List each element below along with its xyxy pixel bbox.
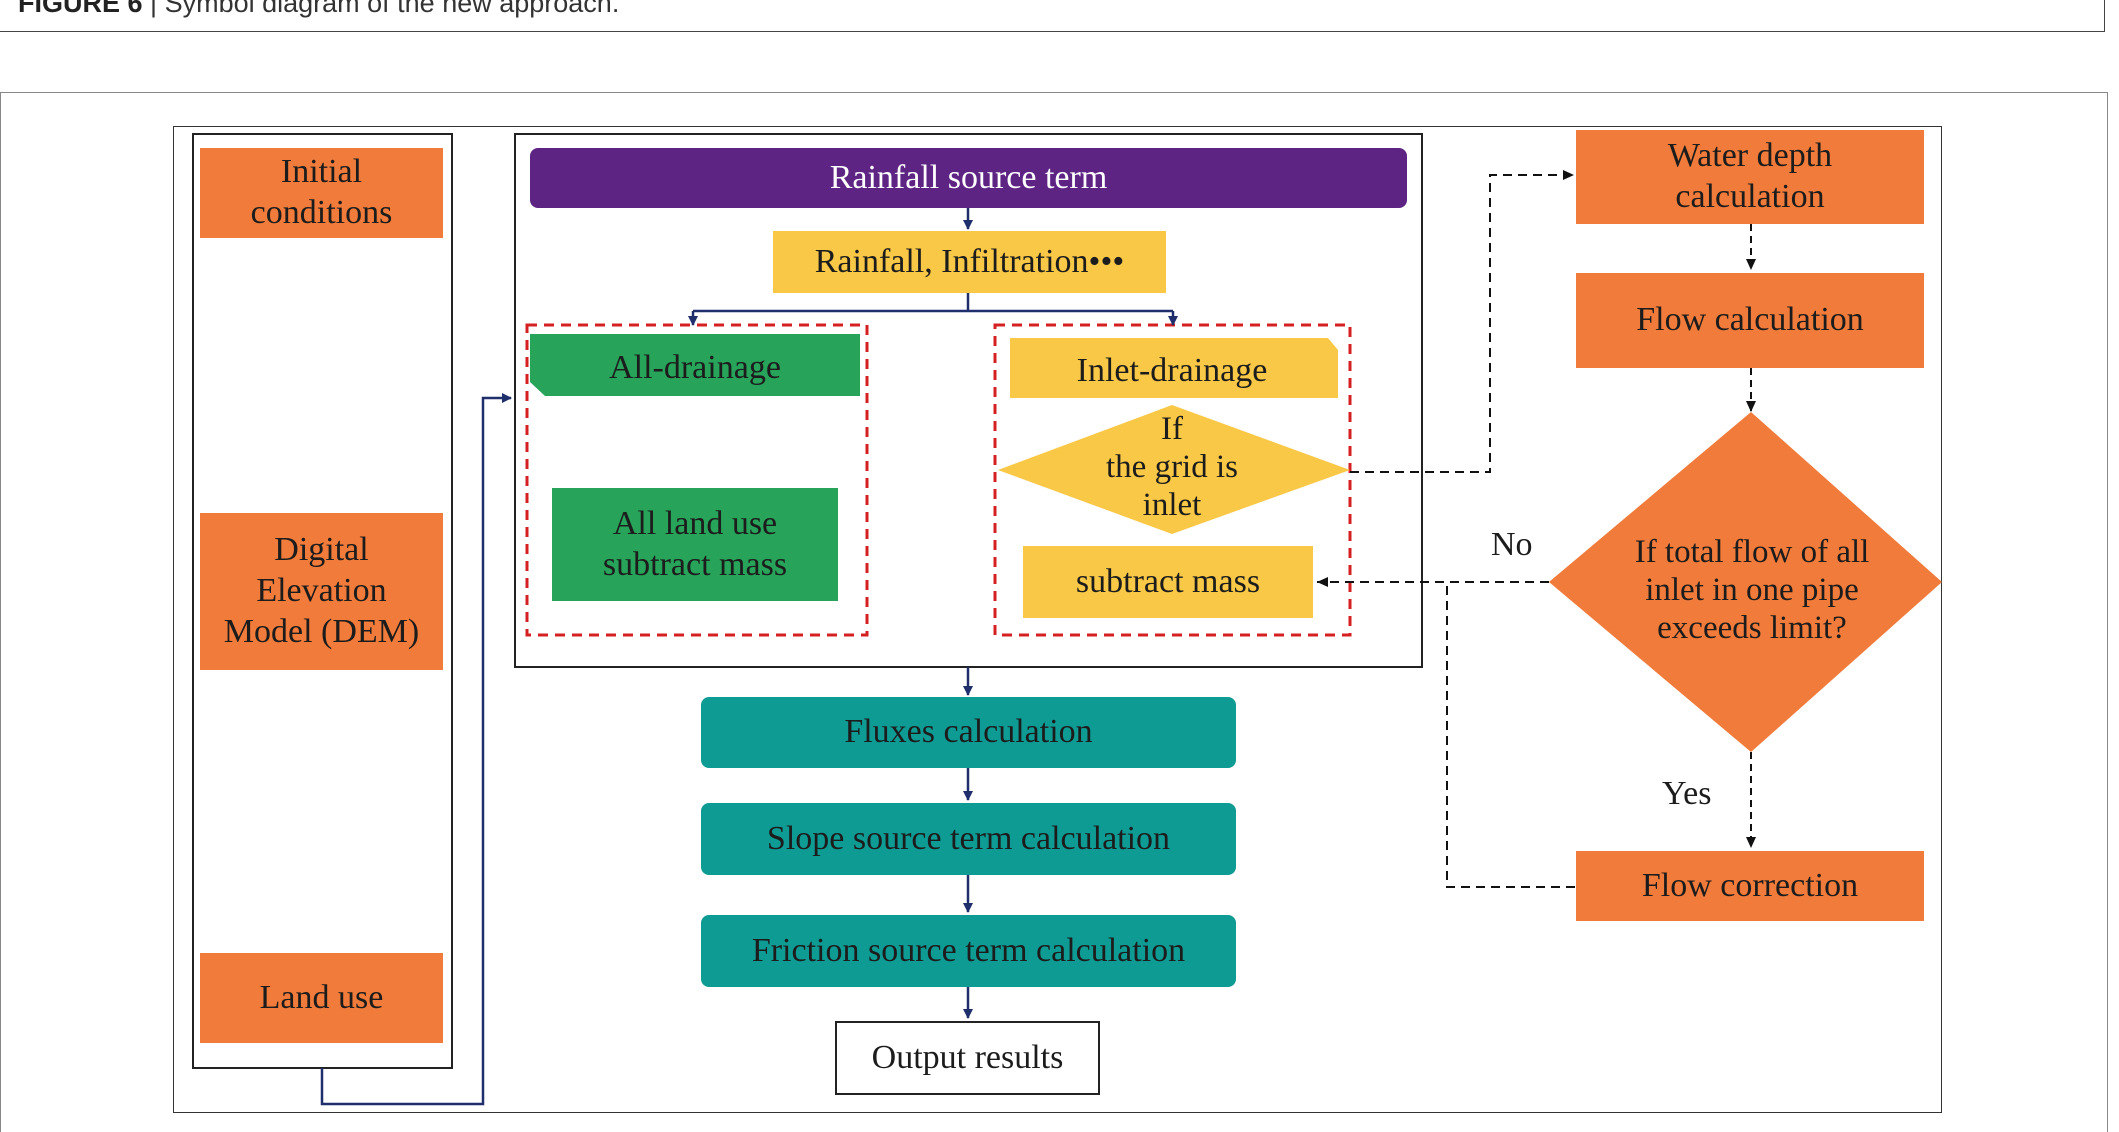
flow-correction-label: Flow correction	[1641, 866, 1859, 904]
initial-conditions-line-1: Initial	[280, 153, 363, 191]
figure-panel	[0, 92, 2108, 1132]
slope-source-term-box: Slope source term calculation	[701, 803, 1236, 875]
if-grid-inlet-diamond	[998, 405, 1350, 534]
decision-line-2: inlet in one pipe	[1645, 572, 1859, 608]
all-land-use-line-1: All land use	[612, 504, 778, 542]
output-results-label: Output results	[871, 1038, 1064, 1076]
friction-source-term-box: Friction source term calculation	[701, 915, 1236, 987]
rainfall-infiltration-box: Rainfall, Infiltration•••	[773, 231, 1166, 293]
slope-source-term-label: Slope source term calculation	[766, 819, 1171, 857]
caption-text: Symbol diagram of the new approach.	[164, 0, 620, 18]
water-depth-line-2: calculation	[1675, 178, 1825, 215]
yes-label: Yes	[1662, 775, 1712, 812]
all-land-use-line-2: subtract mass	[602, 545, 788, 583]
inputs-to-source-arrow	[320, 393, 512, 1106]
decision-line-1: If total flow of all	[1635, 534, 1870, 570]
land-use-label: Land use	[259, 978, 384, 1016]
land-use-box: Land use	[200, 953, 443, 1043]
fluxes-calculation-box: Fluxes calculation	[701, 697, 1236, 768]
no-label: No	[1491, 526, 1533, 563]
friction-source-term-label: Friction source term calculation	[751, 931, 1186, 969]
initial-conditions-line-2: conditions	[250, 194, 393, 231]
subtract-mass-label: subtract mass	[1075, 562, 1261, 600]
decision-line-3: exceeds limit?	[1657, 610, 1847, 646]
water-depth-line-1: Water depth	[1667, 137, 1833, 175]
caption-box	[0, 0, 2105, 32]
fluxes-calculation-label: Fluxes calculation	[844, 713, 1093, 751]
subtract-mass-box: subtract mass	[1023, 546, 1313, 618]
if-grid-inlet-line-1: If	[1161, 411, 1183, 447]
water-depth-box: Water depth calculation	[1576, 130, 1924, 224]
output-results-box: Output results	[835, 1021, 1100, 1095]
rainfall-infiltration-label: Rainfall, Infiltration•••	[814, 242, 1125, 280]
dem-line-1: Digital	[274, 531, 369, 569]
inlet-drainage-shape	[1010, 338, 1338, 398]
rainfall-source-term-label: Rainfall source term	[829, 158, 1108, 196]
initial-conditions-box: Initial conditions	[200, 148, 443, 238]
dem-box: Digital Elevation Model (DEM)	[200, 513, 443, 670]
diagram-frame	[173, 126, 1942, 1113]
if-grid-inlet-line-2: the grid is	[1106, 449, 1238, 485]
caption-label: FIGURE 6	[18, 0, 143, 18]
pipe-limit-decision-diamond	[1549, 412, 1942, 752]
correction-feedback-line	[1446, 582, 1575, 888]
if-grid-inlet-line-3: inlet	[1143, 487, 1202, 523]
inlet-drainage-label: Inlet-drainage	[1077, 352, 1268, 389]
flow-calculation-box: Flow calculation	[1576, 273, 1924, 368]
rainfall-source-term-box: Rainfall source term	[530, 148, 1407, 208]
dem-line-2: Elevation	[256, 572, 387, 610]
all-land-use-box: All land use subtract mass	[552, 488, 838, 601]
flow-calculation-label: Flow calculation	[1636, 301, 1864, 339]
all-drainage-label: All-drainage	[609, 349, 781, 386]
flow-correction-box: Flow correction	[1576, 851, 1924, 921]
dem-line-3: Model (DEM)	[223, 612, 420, 650]
all-drainage-shape	[530, 334, 860, 396]
inlet-to-water-depth-arrow	[1350, 170, 1574, 473]
figure-caption: FIGURE 6 | Symbol diagram of the new app…	[18, 0, 619, 19]
